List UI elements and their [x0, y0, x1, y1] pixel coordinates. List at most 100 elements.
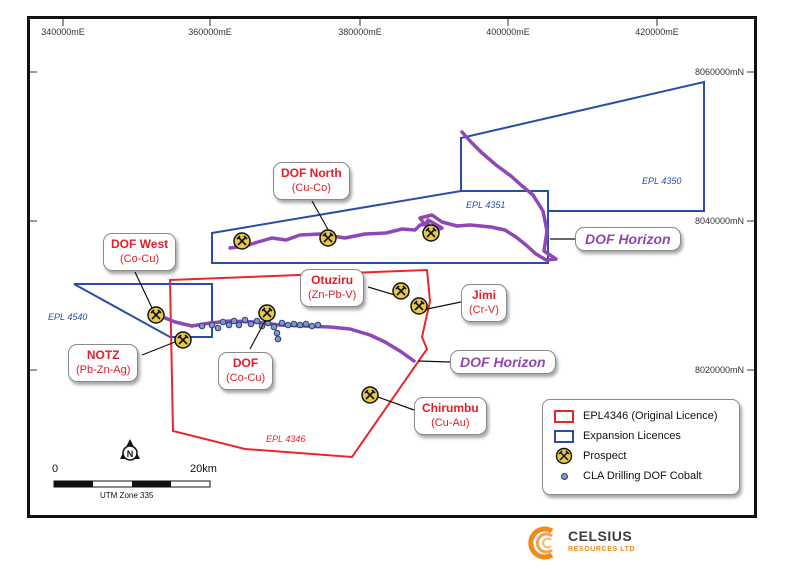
leader-line — [417, 360, 451, 363]
drill-hole — [241, 316, 249, 324]
leader-line — [249, 318, 267, 350]
legend-row: EPL4346 (Original Licence) — [551, 406, 731, 426]
drill-hole — [225, 321, 233, 329]
scale-bar — [53, 480, 211, 488]
epl-4540-label: EPL 4540 — [48, 312, 88, 322]
company-subtitle: RESOURCES LTD — [568, 546, 636, 553]
expansion-licence-swatch — [554, 429, 574, 443]
drill-hole — [230, 317, 238, 325]
map-legend: EPL4346 (Original Licence) Expansion Lic… — [542, 399, 740, 495]
northing-label: 8040000mN — [695, 216, 744, 226]
easting-label: 340000mE — [41, 27, 85, 37]
drill-hole — [302, 320, 310, 328]
drill-hole — [314, 321, 322, 329]
callout-jimi: Jimi (Cr-V) — [461, 284, 507, 322]
epl-4350-label: EPL 4350 — [642, 176, 682, 186]
callout-dof-west: DOF West (Co-Cu) — [103, 233, 177, 271]
prospect-name: DOF West — [111, 237, 169, 251]
legend-row: Expansion Licences — [551, 426, 731, 446]
map-canvas: 340000mE 360000mE 380000mE 400000mE 4200… — [30, 19, 754, 488]
prospect-commodity: (Cu-Co) — [291, 182, 331, 194]
easting-label: 420000mE — [635, 27, 679, 37]
epl-4346-boundary — [168, 268, 432, 459]
drill-hole — [284, 321, 292, 329]
prospect-icon — [422, 224, 440, 242]
leader-line — [134, 271, 153, 309]
prospect-commodity: (Cu-Au) — [431, 417, 470, 429]
northing-label: 8060000mN — [695, 67, 744, 77]
celsius-logo-icon — [528, 526, 554, 560]
callout-dof: DOF (Co-Cu) — [218, 352, 274, 390]
prospect-name: Otuziru — [311, 273, 354, 287]
drill-hole — [253, 317, 261, 325]
prospect-icon — [147, 306, 165, 324]
legend-label: Expansion Licences — [583, 430, 681, 442]
drill-hole — [219, 318, 227, 326]
callout-chirumbu: Chirumbu (Cu-Au) — [414, 397, 487, 435]
legend-label: CLA Drilling DOF Cobalt — [583, 470, 702, 482]
easting-label: 380000mE — [338, 27, 382, 37]
northing-labels: 8060000mN 8040000mN 8020000mN — [695, 67, 744, 375]
callout-notz: NOTZ (Pb-Zn-Ag) — [68, 344, 139, 382]
dof-horizon-label-lower: DOF Horizon — [450, 350, 556, 374]
map-frame: 340000mE 360000mE 380000mE 400000mE 4200… — [27, 16, 757, 518]
drill-hole — [273, 329, 281, 337]
epl-4351-label: EPL 4351 — [466, 200, 506, 210]
epl-4540-boundary — [73, 283, 213, 338]
leader-line — [311, 200, 331, 234]
drill-hole — [290, 320, 298, 328]
dof-horizon-label-upper: DOF Horizon — [575, 227, 681, 251]
prospect-name: NOTZ — [86, 348, 120, 362]
prospect-commodity: (Zn-Pb-V) — [308, 289, 357, 301]
leader-line — [426, 301, 462, 310]
legend-row: CLA Drilling DOF Cobalt — [551, 466, 731, 486]
prospect-icon — [233, 232, 251, 250]
prospect-name: Chirumbu — [422, 401, 479, 415]
leader-lines — [134, 200, 575, 411]
drill-hole — [198, 322, 206, 330]
epl-4351-boundary — [211, 190, 549, 264]
north-arrow-label: N — [127, 449, 134, 459]
easting-label: 400000mE — [486, 27, 530, 37]
legend-label: EPL4346 (Original Licence) — [583, 410, 718, 422]
legend-row: Prospect — [551, 446, 731, 466]
drill-hole — [247, 320, 255, 328]
prospect-name: DOF — [232, 356, 259, 370]
scale-bar-end: 20km — [190, 463, 217, 475]
easting-label: 360000mE — [188, 27, 232, 37]
original-licence-swatch — [554, 409, 574, 423]
drill-hole — [274, 335, 282, 343]
easting-labels: 340000mE 360000mE 380000mE 400000mE 4200… — [41, 27, 679, 37]
leader-line — [367, 286, 396, 296]
prospect-commodity: (Co-Cu) — [120, 253, 160, 265]
prospect-icon — [319, 229, 337, 247]
north-arrow: N — [120, 439, 140, 461]
epl-4346-label: EPL 4346 — [266, 434, 306, 444]
grid-ticks — [30, 19, 754, 371]
prospect-icon — [555, 447, 573, 465]
drill-hole-icon — [560, 472, 568, 480]
company-name: CELSIUS — [568, 528, 633, 544]
drill-hole — [296, 321, 304, 329]
prospect-symbols — [147, 224, 440, 404]
leader-line — [377, 396, 415, 411]
prospect-icon — [174, 331, 192, 349]
prospect-commodity: (Pb-Zn-Ag) — [76, 364, 131, 376]
prospect-name: DOF North — [281, 166, 342, 180]
callout-otuziru: Otuziru (Zn-Pb-V) — [300, 269, 365, 307]
prospect-icon — [361, 386, 379, 404]
callout-dof-north: DOF North (Cu-Co) — [273, 162, 350, 200]
leader-line — [141, 341, 176, 356]
prospect-icon — [392, 282, 410, 300]
prospect-icon — [410, 297, 428, 315]
drill-hole — [270, 323, 278, 331]
drill-hole — [278, 319, 286, 327]
company-logo: CELSIUS RESOURCES LTD — [522, 523, 672, 563]
prospect-commodity: (Cr-V) — [469, 304, 499, 316]
drill-hole — [208, 321, 216, 329]
drill-hole — [235, 321, 243, 329]
drill-hole — [308, 322, 316, 330]
drill-hole — [214, 324, 222, 332]
prospect-icon — [258, 304, 276, 322]
scale-bar-zone: UTM Zone 335 — [100, 491, 154, 500]
